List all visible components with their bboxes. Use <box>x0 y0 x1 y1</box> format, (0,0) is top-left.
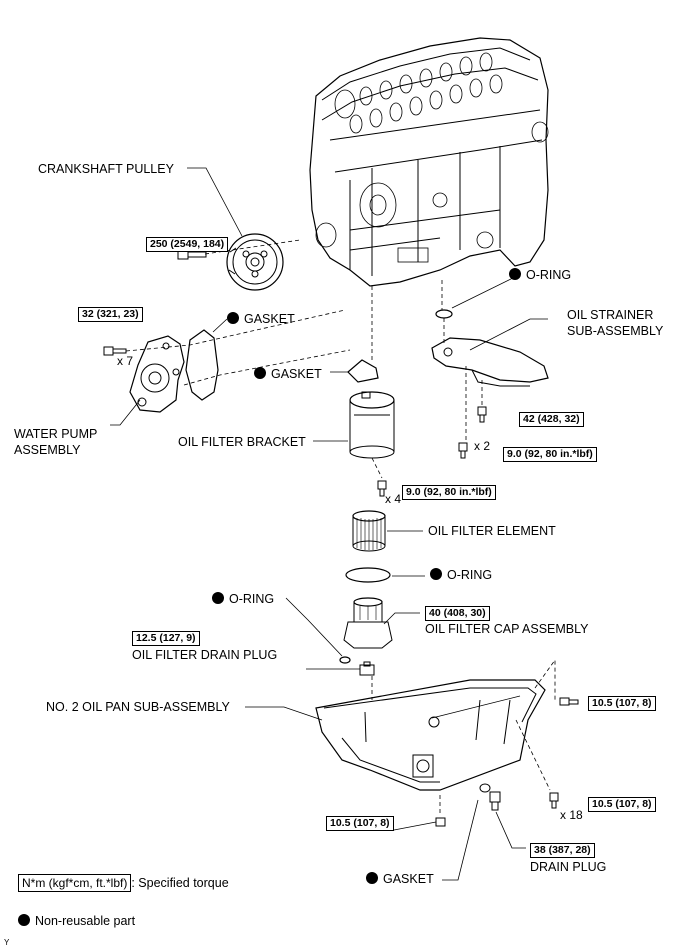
o-ring-element-text: O-RING <box>447 568 493 582</box>
torque-pan-right-bottom: 10.5 (107, 8) <box>588 797 656 812</box>
water-pump-gasket <box>185 329 219 401</box>
non-reusable-dot-icon <box>227 312 239 324</box>
pan-bolts <box>435 697 579 827</box>
label-oil-strainer-1: OIL STRAINER <box>567 308 654 322</box>
oil-filter-cap-shape <box>343 597 393 649</box>
non-reusable-dot-icon <box>254 367 266 379</box>
torque-bracket: 9.0 (92, 80 in.*lbf) <box>402 485 496 500</box>
oil-filter-bracket-shape <box>349 391 395 459</box>
non-reusable-dot-icon <box>212 592 224 604</box>
label-oil-filter-cap: OIL FILTER CAP ASSEMBLY <box>425 622 589 636</box>
legend-torque: N*m (kgf*cm, ft.*lbf): Specified torque <box>18 874 229 892</box>
label-gasket-bottom: GASKET <box>366 872 434 886</box>
mult-bracket: x 4 <box>385 492 402 506</box>
torque-pan-bottom-left: 10.5 (107, 8) <box>326 816 394 831</box>
label-gasket-pump: GASKET <box>227 312 295 326</box>
corner-mark: Y <box>4 938 10 947</box>
filter-drain-plug-shape <box>359 661 375 676</box>
gasket-pump-text: GASKET <box>244 312 295 326</box>
torque-pan-right-top: 10.5 (107, 8) <box>588 696 656 711</box>
gasket-bracket-text: GASKET <box>271 367 322 381</box>
engine-block <box>309 37 549 287</box>
mult-pan: x 18 <box>560 808 583 822</box>
label-o-ring-top: O-RING <box>509 268 571 282</box>
legend-torque-unit: N*m (kgf*cm, ft.*lbf) <box>18 874 132 892</box>
legend-non-reusable: Non-reusable part <box>18 914 135 928</box>
mult-strainer: x 2 <box>474 439 491 453</box>
label-gasket-bracket: GASKET <box>254 367 322 381</box>
label-oil-filter-drain-plug: OIL FILTER DRAIN PLUG <box>132 648 278 662</box>
mult-water-pump: x 7 <box>117 354 134 368</box>
water-pump <box>129 335 185 413</box>
o-ring-drain-text: O-RING <box>229 592 275 606</box>
non-reusable-dot-icon <box>366 872 378 884</box>
oil-pan-shape <box>315 679 546 791</box>
torque-strainer-a: 42 (428, 32) <box>519 412 584 427</box>
drain-plug-shape <box>479 783 501 811</box>
torque-strainer-b: 9.0 (92, 80 in.*lbf) <box>503 447 597 462</box>
torque-drain-plug: 38 (387, 28) <box>530 843 595 858</box>
o-ring-top-text: O-RING <box>526 268 572 282</box>
bracket-bolt <box>377 480 387 497</box>
label-o-ring-drain: O-RING <box>212 592 274 606</box>
label-oil-filter-bracket: OIL FILTER BRACKET <box>178 435 306 449</box>
torque-pulley: 250 (2549, 184) <box>146 237 229 252</box>
label-oil-strainer-2: SUB-ASSEMBLY <box>567 324 664 338</box>
o-ring-element-shape <box>345 567 391 583</box>
gasket-bottom-text: GASKET <box>383 872 434 886</box>
torque-water-pump: 32 (321, 23) <box>78 307 143 322</box>
legend-torque-text: : Specified torque <box>131 876 229 890</box>
label-water-pump-1: WATER PUMP <box>14 427 98 441</box>
non-reusable-dot-icon <box>18 914 30 926</box>
label-water-pump-2: ASSEMBLY <box>14 443 81 457</box>
torque-cap: 40 (408, 30) <box>425 606 490 621</box>
o-ring-top-shape <box>435 309 453 319</box>
legend-non-reusable-text: Non-reusable part <box>35 914 136 928</box>
non-reusable-dot-icon <box>509 268 521 280</box>
label-no2-oil-pan: NO. 2 OIL PAN SUB-ASSEMBLY <box>46 700 230 714</box>
strainer-bolts <box>458 406 487 459</box>
oil-filter-element-shape <box>352 510 386 552</box>
leader-lines <box>110 167 548 881</box>
bracket-gasket-shape <box>347 359 379 383</box>
water-pump-bolt <box>103 346 127 356</box>
oil-strainer <box>431 337 549 387</box>
label-drain-plug: DRAIN PLUG <box>530 860 607 874</box>
crankshaft-pulley <box>226 233 284 291</box>
label-o-ring-element: O-RING <box>430 568 492 582</box>
torque-filter-drain: 12.5 (127, 9) <box>132 631 200 646</box>
label-crankshaft-pulley: CRANKSHAFT PULLEY <box>38 162 174 176</box>
non-reusable-dot-icon <box>430 568 442 580</box>
o-ring-drain-shape <box>339 656 351 664</box>
label-oil-filter-element: OIL FILTER ELEMENT <box>428 524 556 538</box>
